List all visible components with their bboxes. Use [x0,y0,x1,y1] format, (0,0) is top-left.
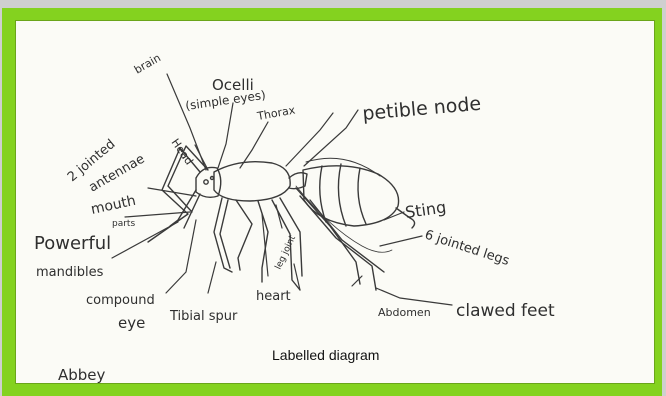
ant-leg [214,198,232,272]
label-parts: parts [112,219,135,229]
label-heart: heart [256,289,291,304]
ant-petiole [289,173,307,189]
ocelli-mark [211,177,214,180]
label-thorax: Thorax [255,103,296,123]
label-sting: Sting [404,197,447,222]
diagram-caption: Labelled diagram [272,347,379,363]
label-powerful: Powerful [34,233,111,254]
label-compound: compound [86,293,155,308]
label-six-jointed-legs: 6 jointed legs [423,228,511,270]
label-brain: brain [132,51,163,76]
label-clawed-feet: clawed feet [456,301,555,321]
author-name: Abbey [58,366,106,384]
label-mandibles: mandibles [36,265,104,280]
label-abdomen: Abdomen [378,306,431,319]
ant-thorax [214,162,290,201]
compound-eye-mark [204,180,208,184]
label-mouth: mouth [90,193,138,218]
label-eye: eye [118,314,145,332]
label-petiole-node: petible node [362,93,482,125]
label-tibial-spur: Tibial spur [169,309,238,324]
